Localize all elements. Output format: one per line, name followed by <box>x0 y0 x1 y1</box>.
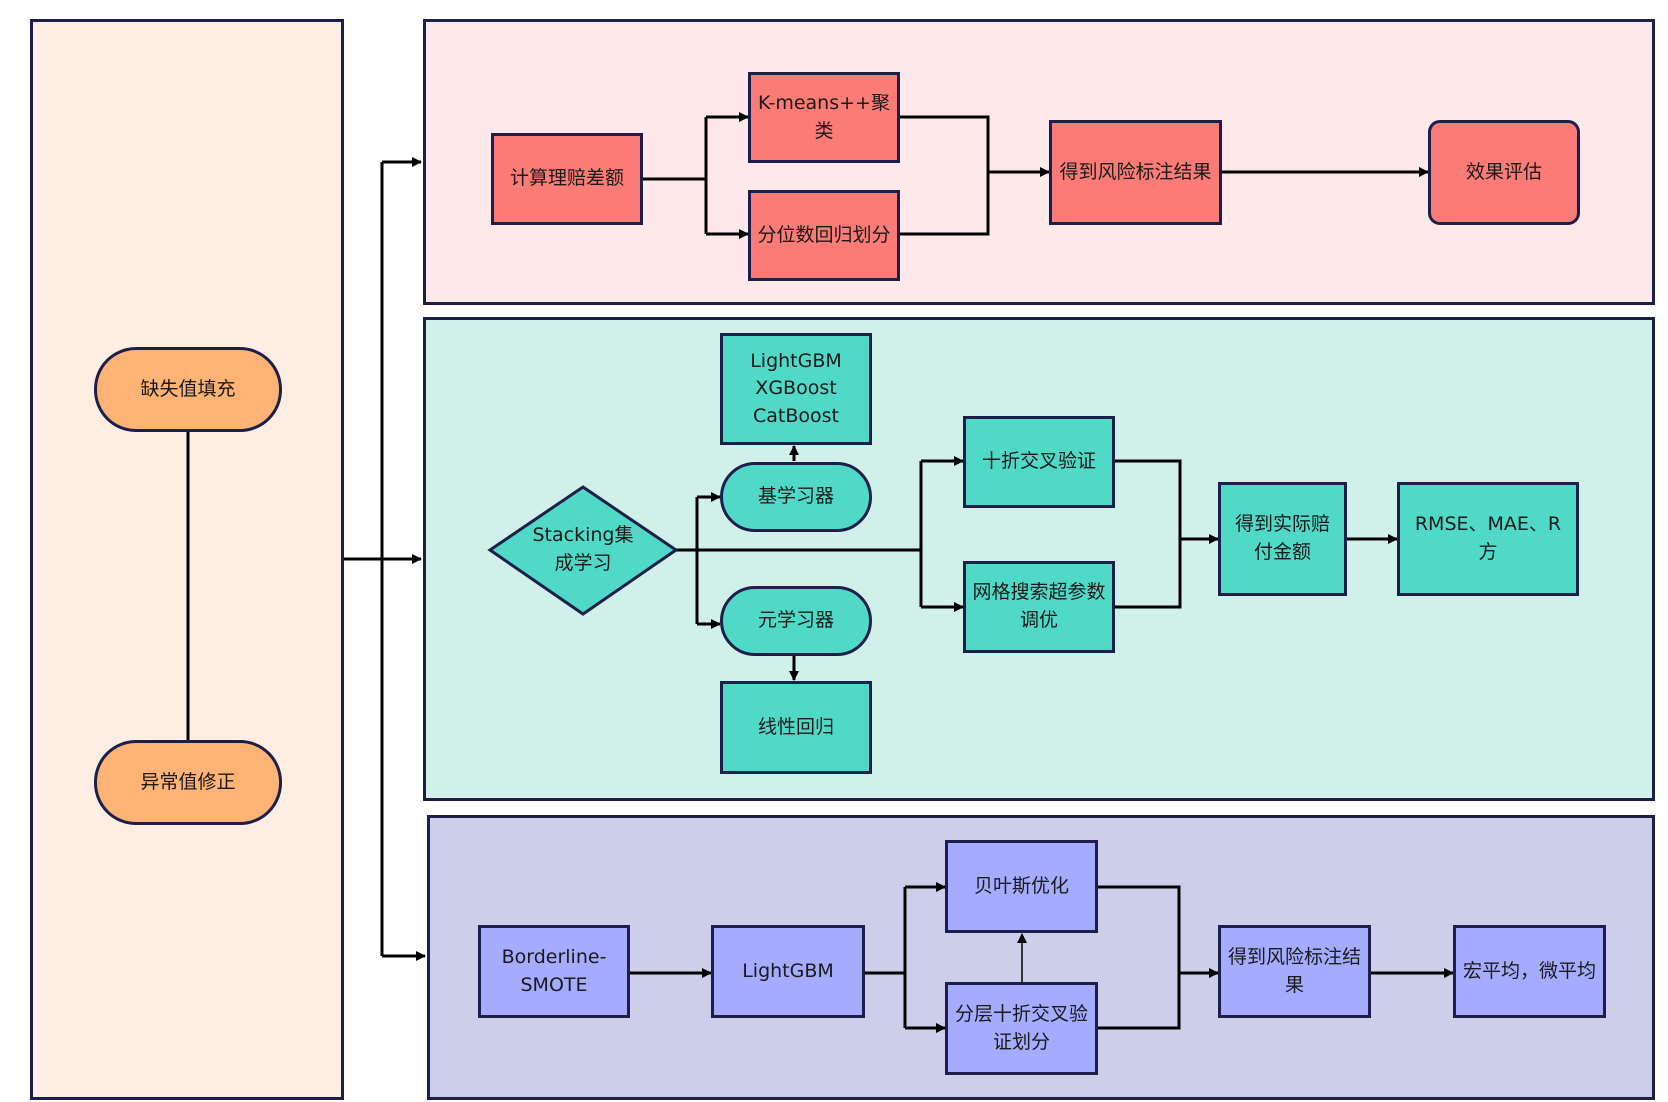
ten-fold-cv-node: 十折交叉验证 <box>963 416 1115 508</box>
bayes-opt-node: 贝叶斯优化 <box>945 840 1098 933</box>
risk-label-result-node: 得到风险标注结 果 <box>1218 925 1371 1018</box>
fill-missing-node: 缺失值填充 <box>94 347 282 432</box>
meta-learner-node: 元学习器 <box>720 586 872 656</box>
evaluate-node: 效果评估 <box>1428 120 1580 225</box>
grid-search-node: 网格搜索超参数 调优 <box>963 561 1115 653</box>
metrics-node: RMSE、MAE、R方 <box>1397 482 1579 596</box>
smote-node: Borderline- SMOTE <box>478 925 630 1018</box>
actual-claim-node: 得到实际赔 付金额 <box>1218 482 1347 596</box>
risk-label-node: 得到风险标注结果 <box>1049 120 1222 225</box>
base-learner-node: 基学习器 <box>720 462 872 532</box>
claim-diff-node: 计算理赔差额 <box>491 133 643 225</box>
stacking-diamond <box>487 485 679 616</box>
lightgbm-node: LightGBM <box>711 925 865 1018</box>
kmeans-node: K-means++聚 类 <box>748 72 900 163</box>
stacking-label: Stacking集 成学习 <box>532 524 634 574</box>
outlier-fix-node: 异常值修正 <box>94 740 282 825</box>
base-models-node: LightGBM XGBoost CatBoost <box>720 333 872 445</box>
average-node: 宏平均，微平均 <box>1453 925 1606 1018</box>
quantile-node: 分位数回归划分 <box>748 190 900 281</box>
linear-regression-node: 线性回归 <box>720 681 872 774</box>
stratified-cv-node: 分层十折交叉验 证划分 <box>945 982 1098 1075</box>
